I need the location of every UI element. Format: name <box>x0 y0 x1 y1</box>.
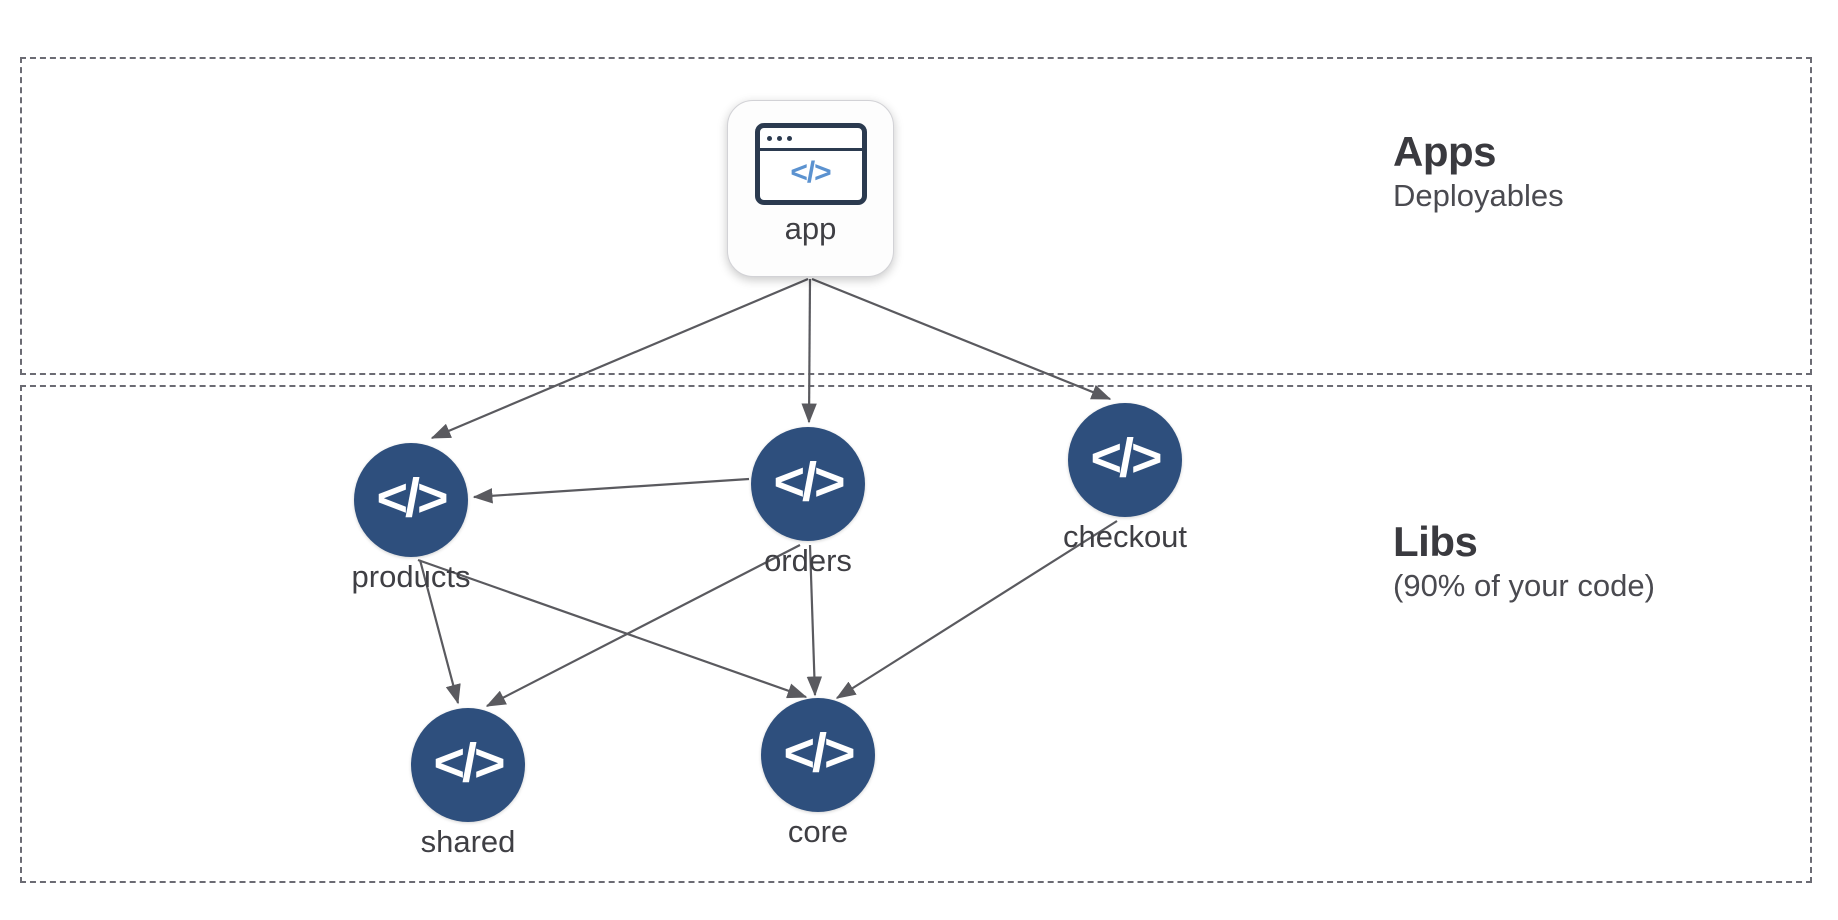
zone-libs-label: Libs (90% of your code) <box>1393 518 1655 604</box>
zone-apps-label: Apps Deployables <box>1393 128 1564 214</box>
node-core[interactable]: </> core <box>761 698 875 847</box>
code-glyph: </> <box>790 156 831 189</box>
browser-dot <box>766 135 772 141</box>
zone-apps <box>20 57 1812 375</box>
node-checkout[interactable]: </> checkout <box>1063 403 1187 552</box>
code-glyph: </> <box>783 723 855 783</box>
node-products-label: products <box>351 559 471 594</box>
code-icon: </> <box>1068 403 1182 517</box>
zone-apps-title: Apps <box>1393 128 1496 175</box>
browser-dot <box>776 135 782 141</box>
code-glyph: </> <box>1090 428 1162 488</box>
browser-code-icon: </> <box>754 123 867 205</box>
node-products[interactable]: </> products <box>352 443 470 592</box>
node-checkout-label: checkout <box>1062 519 1188 554</box>
node-shared[interactable]: </> shared <box>411 708 525 857</box>
code-icon: </> <box>354 443 468 557</box>
node-orders-label: orders <box>764 543 852 578</box>
zone-libs <box>20 385 1812 883</box>
node-app-label: app <box>784 211 837 246</box>
node-core-label: core <box>787 814 849 849</box>
node-shared-label: shared <box>420 824 516 859</box>
node-orders[interactable]: </> orders <box>751 427 865 576</box>
code-glyph: </> <box>433 733 505 793</box>
code-icon: </> <box>411 708 525 822</box>
browser-titlebar <box>759 128 862 151</box>
node-app[interactable]: </> app <box>727 100 894 277</box>
zone-libs-title: Libs <box>1393 518 1478 565</box>
zone-apps-subtitle: Deployables <box>1393 178 1564 214</box>
code-glyph: </> <box>376 468 448 528</box>
zone-libs-subtitle: (90% of your code) <box>1393 568 1655 604</box>
code-icon: </> <box>761 698 875 812</box>
code-icon: </> <box>751 427 865 541</box>
browser-dot <box>786 135 792 141</box>
code-glyph: </> <box>773 452 845 512</box>
